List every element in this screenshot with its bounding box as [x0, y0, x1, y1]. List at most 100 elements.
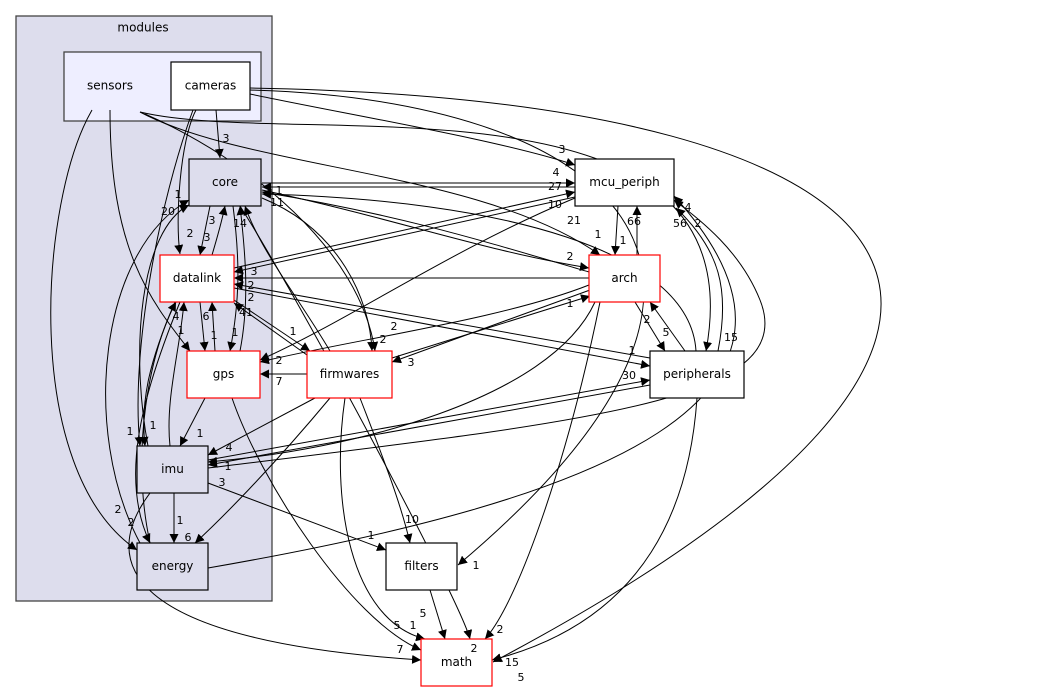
- node-gps[interactable]: gps: [186, 350, 261, 399]
- edge-label-cameras-to-mcu_periph[interactable]: 3: [559, 143, 566, 156]
- node-math[interactable]: math: [420, 638, 493, 687]
- edge-label-imu-to-peripherals[interactable]: 30: [622, 369, 636, 382]
- edge-label-cameras-to-filters[interactable]: 1: [473, 559, 480, 572]
- edge-imu-to-core[interactable]: [139, 204, 190, 447]
- edge-peripherals-to-core[interactable]: [261, 189, 697, 352]
- edge-label-core-to-arch[interactable]: 2: [567, 250, 574, 263]
- edge-label-peripherals-to-mcu_periph[interactable]: 56: [673, 217, 687, 230]
- edge-firmwares-to-filters[interactable]: [359, 397, 413, 544]
- edge-arch-to-gps[interactable]: [259, 284, 590, 365]
- node-cameras-box[interactable]: [170, 61, 251, 111]
- edge-label-firmwares-to-math[interactable]: 5: [394, 619, 401, 632]
- edge-peripherals-to-mcu_periph[interactable]: [675, 207, 724, 352]
- edge-label-gps-to-core[interactable]: 1: [232, 326, 239, 339]
- edge-label-arch-to-gps[interactable]: 2: [276, 354, 283, 367]
- edge-filters-to-math[interactable]: [429, 589, 447, 640]
- edge-cameras-to-imu[interactable]: [134, 109, 194, 447]
- node-imu-box[interactable]: [136, 445, 209, 494]
- node-energy-label[interactable]: energy: [152, 559, 194, 573]
- edge-core-to-arch[interactable]: [261, 189, 590, 271]
- edge-label-datalink-to-imu[interactable]: 1: [127, 425, 134, 438]
- edge-label-gps-to-imu[interactable]: 1: [197, 427, 204, 440]
- edge-cameras-to-filters[interactable]: [249, 89, 645, 566]
- edge-mcu_periph-to-gps[interactable]: [259, 197, 576, 361]
- edge-sensors-to-arch[interactable]: [139, 111, 601, 256]
- edge-sensors-to-gps[interactable]: [109, 109, 191, 352]
- edge-label-sensors-to-firmwares[interactable]: 2: [380, 333, 387, 346]
- edge-cameras-to-datalink[interactable]: [174, 109, 197, 255]
- edge-core-to-datalink[interactable]: [197, 205, 211, 256]
- edge-sensors-to-energy[interactable]: [50, 109, 138, 551]
- edge-firmwares-to-core[interactable]: [243, 205, 331, 352]
- edge-label-imu-to-energy[interactable]: 1: [177, 514, 184, 527]
- edge-label-mcu_periph-to-arch[interactable]: 66: [627, 215, 641, 228]
- edge-imu-to-mcu_periph[interactable]: [207, 199, 766, 469]
- node-core-box[interactable]: [188, 158, 262, 207]
- edge-core-to-firmwares[interactable]: [261, 197, 377, 352]
- edge-label-core-to-mcu_periph[interactable]: 4: [553, 166, 560, 179]
- node-imu-label[interactable]: imu: [161, 462, 184, 476]
- edge-mcu_periph-to-datalink[interactable]: [233, 196, 576, 275]
- edge-label-firmwares-to-imu[interactable]: 4: [226, 441, 233, 454]
- edge-peripherals-to-arch[interactable]: [649, 301, 686, 352]
- edge-energy-to-mcu_periph[interactable]: [207, 195, 736, 569]
- edge-arch-to-math[interactable]: [484, 301, 601, 640]
- edge-label-firmwares-to-gps[interactable]: 7: [276, 375, 283, 388]
- edge-arch-to-firmwares[interactable]: [391, 289, 591, 364]
- edge-cameras-to-math[interactable]: [249, 87, 882, 663]
- edge-label-firmwares-to-filters[interactable]: 10: [405, 513, 419, 526]
- edge-core-to-math[interactable]: [239, 205, 473, 640]
- node-imu[interactable]: imu: [136, 445, 209, 494]
- edge-imu-to-filters[interactable]: [207, 482, 387, 552]
- edge-label-peripherals-to-math[interactable]: 5: [518, 671, 525, 684]
- edge-label-arch-to-datalink[interactable]: 2: [248, 279, 255, 292]
- edge-label-arch-to-mcu_periph[interactable]: 1: [620, 234, 627, 247]
- edge-label-energy-to-mcu_periph[interactable]: 2: [695, 217, 702, 230]
- edge-peripherals-to-datalink[interactable]: [233, 281, 651, 359]
- edge-datalink-to-core[interactable]: [211, 205, 228, 256]
- edge-label-datalink-to-gps[interactable]: 1: [211, 329, 218, 342]
- edge-label-cameras-to-imu[interactable]: 1: [150, 419, 157, 432]
- edge-label-sensors-to-peripherals[interactable]: 15: [724, 331, 738, 344]
- edge-label-firmwares-to-arch[interactable]: 1: [567, 297, 574, 310]
- edge-label-energy-to-datalink[interactable]: 1: [178, 324, 185, 337]
- edge-peripherals-to-math[interactable]: [491, 397, 698, 663]
- edge-label-datalink-to-core[interactable]: 3: [204, 231, 211, 244]
- edge-label-sensors-to-energy[interactable]: 2: [128, 516, 135, 529]
- node-gps-box[interactable]: [186, 350, 261, 399]
- edge-label-firmwares-to-energy[interactable]: 6: [185, 531, 192, 544]
- edge-sensors-to-firmwares[interactable]: [144, 113, 379, 352]
- node-math-label[interactable]: math: [441, 655, 472, 669]
- edge-label-cameras-to-datalink[interactable]: 2: [187, 227, 194, 240]
- node-energy[interactable]: energy: [136, 542, 209, 591]
- node-mcu_periph-box[interactable]: [574, 158, 675, 207]
- edge-label-arch-to-firmwares[interactable]: 3: [408, 356, 415, 369]
- edge-firmwares-to-arch[interactable]: [391, 294, 591, 359]
- edge-sensors-to-peripherals[interactable]: [139, 111, 713, 352]
- edge-datalink-to-gps[interactable]: [199, 301, 209, 352]
- node-gps-label[interactable]: gps: [213, 367, 235, 381]
- edge-firmwares-to-math[interactable]: [339, 397, 426, 642]
- node-arch-label[interactable]: arch: [611, 271, 637, 285]
- node-peripherals-box[interactable]: [649, 350, 745, 399]
- edge-label-core-to-math[interactable]: 2: [471, 642, 478, 655]
- node-cameras[interactable]: cameras: [170, 61, 251, 111]
- edge-label-cameras-to-core[interactable]: 3: [223, 132, 230, 145]
- edge-gps-to-core[interactable]: [236, 205, 247, 352]
- edge-energy-to-core[interactable]: [105, 199, 190, 544]
- node-cameras-label[interactable]: cameras: [185, 79, 237, 93]
- edge-label-gps-to-datalink[interactable]: 6: [203, 310, 210, 323]
- edge-arch-to-core[interactable]: [261, 189, 590, 273]
- edge-firmwares-to-imu[interactable]: [207, 397, 316, 456]
- edge-label-sensors-to-arch[interactable]: 1: [595, 228, 602, 241]
- edge-core-to-gps[interactable]: [227, 205, 239, 352]
- node-energy-box[interactable]: [136, 542, 209, 591]
- edge-arch-to-peripherals[interactable]: [634, 301, 666, 352]
- node-filters-box[interactable]: [385, 542, 458, 591]
- node-datalink-box[interactable]: [159, 254, 235, 303]
- edge-gps-to-math[interactable]: [231, 397, 422, 651]
- edge-label-core-to-firmwares[interactable]: 2: [391, 320, 398, 333]
- edge-label-cameras-to-math[interactable]: 15: [505, 656, 519, 669]
- node-mcu_periph[interactable]: mcu_periph: [574, 158, 675, 207]
- edge-label-core-to-gps[interactable]: 14: [233, 217, 247, 230]
